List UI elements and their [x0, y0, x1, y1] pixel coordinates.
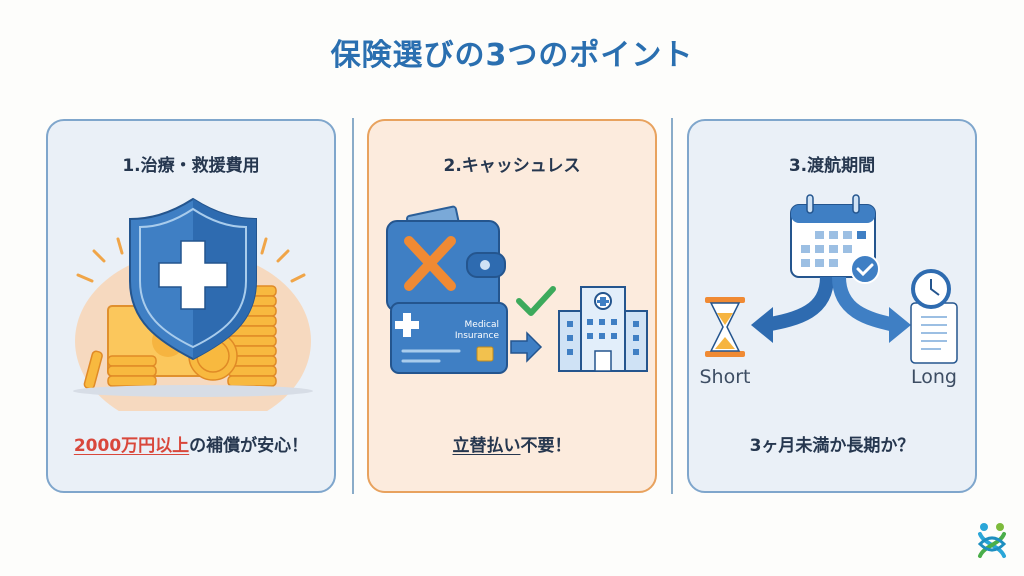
divider: [671, 118, 673, 494]
card-footer: 3ヶ月未満か長期か？: [749, 436, 915, 456]
card-footer: 2000万円以上の補償が安心！: [73, 436, 309, 456]
highlight-text: 2000万円以上: [73, 436, 190, 456]
highlight-text: 立替払い: [452, 436, 521, 456]
card-title: 3.渡航期間: [788, 156, 876, 176]
divider: [352, 118, 354, 494]
page-title: 保険選びの3つのポイント: [330, 38, 694, 73]
long-label: Long: [911, 366, 957, 388]
brand-logo-icon: [977, 523, 1007, 558]
svg-text:Medical: Medical: [465, 320, 499, 330]
point-card-cashless: 2.キャッシュレス Medical Insurance: [367, 119, 657, 493]
card-title: 1.治療・救援費用: [122, 156, 260, 176]
wallet-card-hospital-icon: Medical Insurance: [386, 205, 648, 374]
calendar-split-icon: Short Long: [700, 194, 958, 388]
card-footer: 立替払い不要！: [452, 436, 572, 456]
short-label: Short: [700, 366, 751, 388]
point-card-medical: 1.治療・救援費用 2000万円以上の補: [46, 119, 336, 493]
point-card-duration: 3.渡航期間 Short Long 3ヶ月未満か長期か？: [687, 119, 977, 493]
card-title: 2.キャッシュレス: [443, 156, 581, 176]
svg-text:Insurance: Insurance: [455, 331, 500, 341]
shield-cross-money-icon: [73, 197, 313, 411]
